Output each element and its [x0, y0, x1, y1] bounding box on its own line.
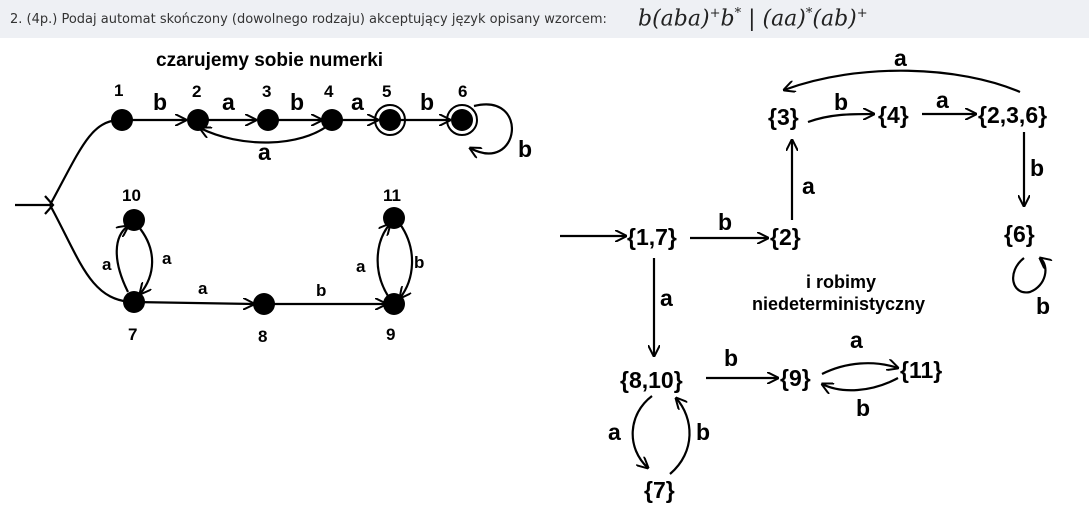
nfa-edge-label: a: [258, 139, 271, 165]
nfa-state-1: [111, 109, 133, 131]
dfa-note-line-2: niedeterministyczny: [752, 294, 925, 314]
nfa-state-5: [374, 104, 406, 136]
dfa-edge-label: b: [718, 209, 732, 235]
dfa-state-7: {7}: [644, 477, 675, 503]
nfa-state-label: 10: [122, 186, 141, 205]
nfa-state-8: [253, 293, 275, 315]
nfa-edge-label: a: [198, 279, 208, 298]
dfa-edge-label: a: [936, 87, 949, 113]
nfa-state-4: [321, 109, 343, 131]
dfa-edge-label: a: [894, 45, 907, 71]
nfa-edges-top: [122, 103, 514, 153]
dfa-state-3: {3}: [768, 104, 799, 130]
nfa-edge-labels: b a b a b a b a a a b a b: [102, 89, 532, 300]
nfa-edges-bottom: [117, 224, 414, 304]
dfa-edge-label: a: [608, 419, 621, 445]
dfa-edge-label: b: [1036, 293, 1050, 319]
formula-sup: *: [805, 6, 813, 21]
nfa-state-3: [257, 109, 279, 131]
nfa-edge-label: b: [316, 281, 326, 300]
dfa-state-2-3-6: {2,3,6}: [978, 102, 1047, 128]
dfa-edge-label: a: [850, 327, 863, 353]
nfa-edge-label: b: [420, 89, 434, 115]
nfa-state-label: 11: [383, 186, 401, 205]
nfa-state-label: 3: [262, 82, 271, 101]
nfa-state-label: 2: [192, 82, 201, 101]
nfa-edge-label: a: [351, 89, 364, 115]
nfa-edge-label: b: [290, 89, 304, 115]
nfa-edge-label: a: [102, 255, 112, 274]
nfa-state-label: 8: [258, 327, 267, 346]
nfa-start-arrow: [15, 118, 133, 304]
nfa-title: czarujemy sobie numerki: [156, 50, 383, 71]
dfa-edge-label: b: [834, 89, 848, 115]
nfa-edge-label: a: [162, 249, 172, 268]
dfa-edge-label: a: [660, 285, 673, 311]
dfa-states: {1,7} {2} {3} {4} {2,3,6} {6} {8,10} {9}…: [620, 102, 1047, 503]
formula-sup: *: [734, 6, 742, 21]
nfa-state-label: 1: [114, 81, 123, 100]
nfa-edge-label: b: [414, 253, 424, 272]
formula-sup: +: [856, 6, 868, 21]
formula-part: b(aba): [638, 6, 710, 32]
nfa-state-2: [187, 109, 209, 131]
nfa-edge-label: a: [222, 89, 235, 115]
regex-formula: b(aba)+b* | (aa)*(ab)+: [638, 6, 868, 31]
nfa-nodes: [111, 104, 478, 315]
nfa-edge-label: b: [518, 136, 532, 162]
formula-part: (aa): [762, 6, 806, 32]
question-text: 2. (4p.) Podaj automat skończony (dowoln…: [10, 12, 607, 27]
formula-part: b: [720, 6, 735, 32]
nfa-state-6: [446, 104, 478, 136]
dfa-edge-label: a: [802, 173, 815, 199]
nfa-edge-label: a: [356, 257, 366, 276]
nfa-edge-label: b: [153, 89, 167, 115]
dfa-state-6: {6}: [1004, 221, 1035, 247]
nfa-state-label: 5: [382, 82, 391, 101]
dfa-state-8-10: {8,10}: [620, 367, 683, 393]
dfa-edge-label: b: [1030, 155, 1044, 181]
dfa-edges: [631, 69, 1046, 475]
formula-sup: +: [709, 6, 721, 21]
dfa-edge-label: b: [856, 395, 870, 421]
dfa-edge-label: b: [724, 345, 738, 371]
nfa-state-label: 6: [458, 82, 467, 101]
dfa-state-9: {9}: [780, 365, 811, 391]
dfa-edge-label: b: [696, 419, 710, 445]
nfa-state-labels: 1 2 3 4 5 6 7 8 9 10 11: [114, 81, 467, 346]
dfa-state-11: {11}: [900, 357, 942, 383]
dfa-edge-labels: b a b a a b b a b a b a b: [608, 45, 1050, 445]
nfa-state-label: 4: [324, 82, 334, 101]
formula-part: (ab): [812, 6, 857, 32]
dfa-state-2: {2}: [770, 224, 801, 250]
nfa-state-label: 7: [128, 325, 137, 344]
nfa-state-10: [123, 209, 145, 231]
dfa-note-line-1: i robimy: [806, 272, 876, 292]
nfa-state-7: [123, 291, 145, 313]
dfa-note: i robimy niedeterministyczny: [752, 272, 925, 314]
nfa-state-label: 9: [386, 325, 395, 344]
formula-bar: |: [741, 6, 763, 32]
nfa-state-11: [383, 207, 405, 229]
dfa-state-4: {4}: [878, 102, 909, 128]
question-header: 2. (4p.) Podaj automat skończony (dowoln…: [0, 0, 1089, 38]
nfa-state-9: [383, 293, 405, 315]
dfa-state-1-7: {1,7}: [627, 224, 677, 250]
